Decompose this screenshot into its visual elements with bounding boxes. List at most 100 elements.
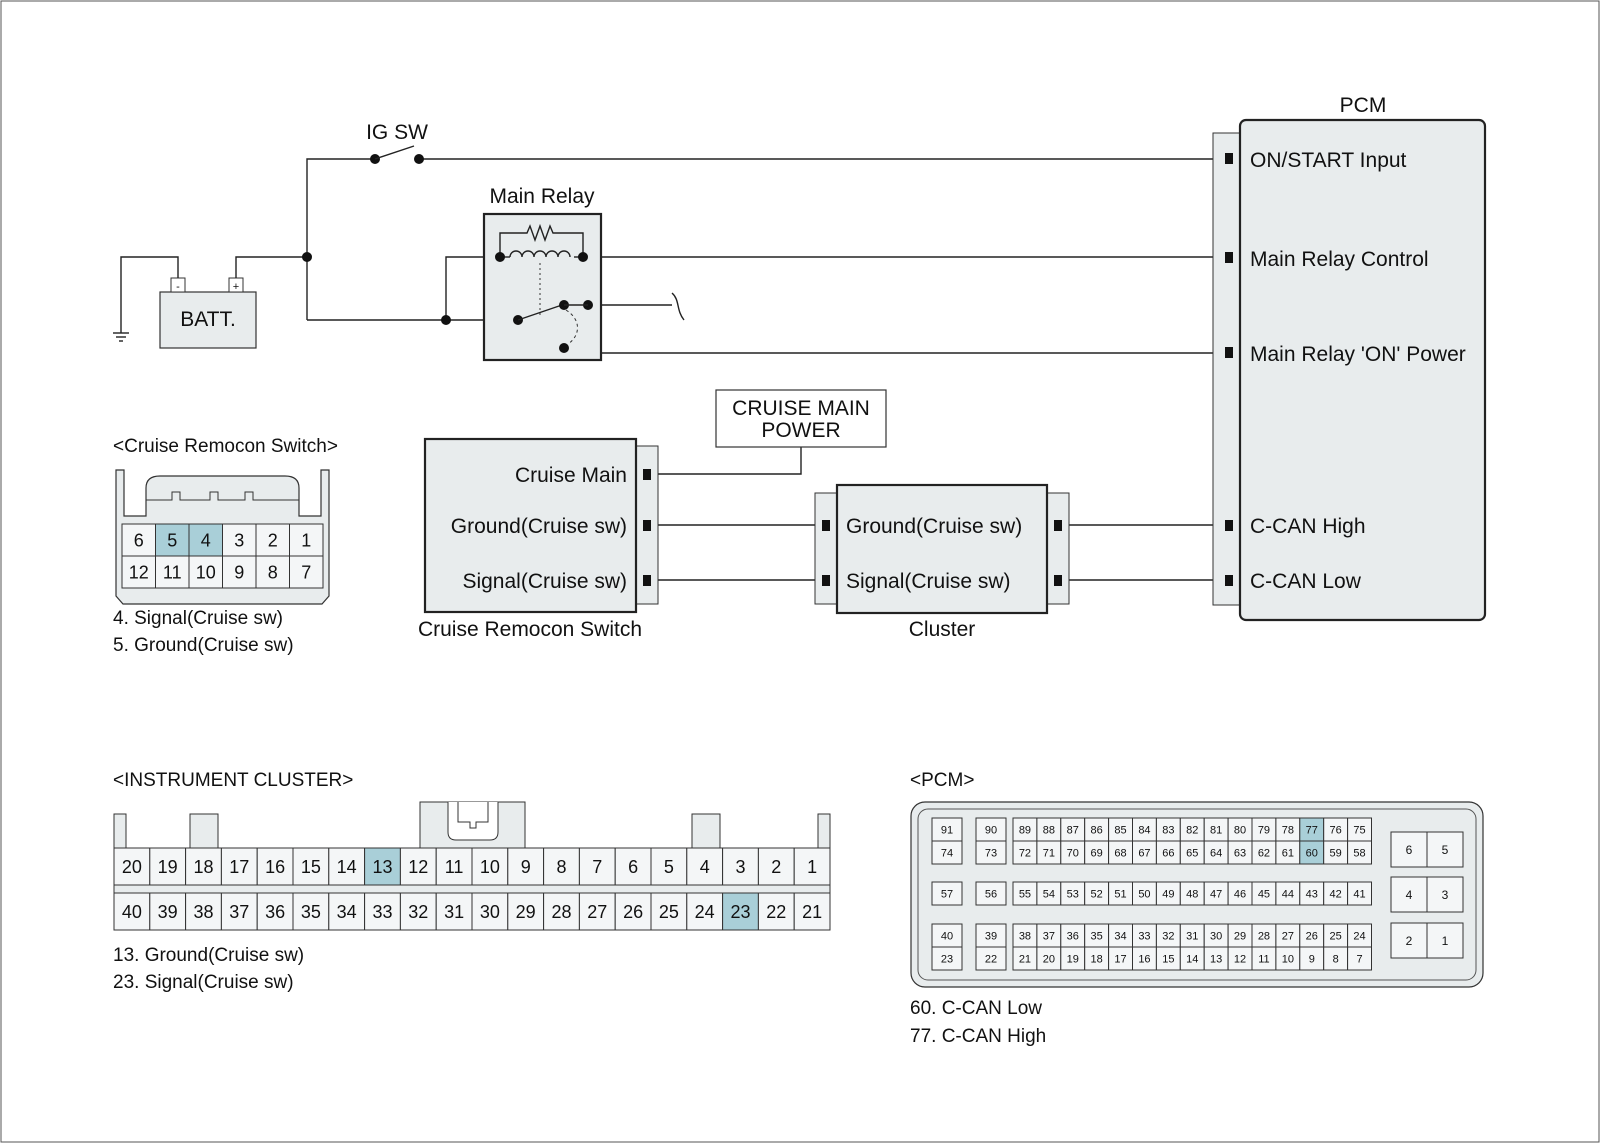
pin-label: 65	[1186, 847, 1198, 859]
pin-label: 25	[659, 902, 679, 922]
pin-label: 9	[1309, 953, 1315, 965]
pin-label: 20	[122, 857, 142, 877]
pin-label: 64	[1210, 847, 1222, 859]
pin-label: 16	[265, 857, 285, 877]
pin-label: 6	[134, 530, 144, 550]
pin-cell	[757, 847, 795, 886]
pin-cell	[149, 847, 187, 886]
pin-label: 4	[700, 857, 710, 877]
ig-switch-label: IG SW	[366, 121, 428, 144]
pin-cell	[1426, 922, 1464, 959]
pin-cell	[113, 892, 151, 931]
pcm-box	[1238, 118, 1487, 622]
pin-label: 52	[1091, 888, 1103, 900]
cruise-main-power-box: CRUISE MAIN POWER	[715, 389, 887, 448]
cruise-main-power-line2: POWER	[761, 419, 840, 442]
pin-label: 80	[1234, 824, 1246, 836]
pin-label: 12	[408, 857, 428, 877]
pin-label: 7	[592, 857, 602, 877]
pin-label: 28	[1258, 930, 1270, 942]
pcm-port-on-start: ON/START Input	[1250, 149, 1407, 172]
pin-label: 24	[1353, 930, 1365, 942]
pin-cell	[757, 892, 795, 931]
pin-cell	[289, 523, 324, 557]
pin-cell	[650, 847, 688, 886]
cluster-port-signal: Signal(Cruise sw)	[846, 570, 1011, 593]
pin-label: 86	[1091, 824, 1103, 836]
pin-label: 41	[1353, 888, 1365, 900]
instrument-cluster-note: 23. Signal(Cruise sw)	[113, 972, 294, 993]
pin-label: 6	[628, 857, 638, 877]
pin-label: 13	[372, 857, 392, 877]
pin-cell	[220, 847, 258, 886]
pin-label: 12	[1234, 953, 1246, 965]
pin-label: 49	[1162, 888, 1174, 900]
instrument-cluster-note: 13. Ground(Cruise sw)	[113, 945, 304, 966]
pin-label: 10	[1282, 953, 1294, 965]
pin-cell	[931, 946, 963, 971]
pin-cell	[364, 847, 401, 886]
pin-cell	[543, 847, 580, 886]
pin-cell	[793, 892, 831, 931]
pin-label: 27	[1282, 930, 1294, 942]
pin-label: 44	[1282, 888, 1294, 900]
cruise-main-power-line1: CRUISE MAIN	[732, 397, 870, 420]
pin-label: 79	[1258, 824, 1270, 836]
pin-label: 37	[229, 902, 249, 922]
pin-cell	[722, 892, 759, 931]
pin-label: 72	[1019, 847, 1031, 859]
pin-label: 14	[337, 857, 357, 877]
pin-label: 78	[1282, 824, 1294, 836]
pin-cell	[121, 555, 156, 589]
pin-label: 60	[1306, 847, 1318, 859]
pin-label: 1	[301, 530, 311, 550]
pin-label: 83	[1162, 824, 1174, 836]
pin-label: 10	[480, 857, 500, 877]
pin-label: 68	[1114, 847, 1126, 859]
pin-label: 62	[1258, 847, 1270, 859]
pin-label: 19	[158, 857, 178, 877]
pin-label: 7	[301, 562, 311, 582]
pin-label: 34	[337, 902, 357, 922]
pin-label: 26	[623, 902, 643, 922]
pin-cell	[292, 847, 330, 886]
ground-symbol	[113, 256, 179, 342]
pin-label: 30	[1210, 930, 1222, 942]
pin-cell	[975, 840, 1007, 865]
pin-label: 28	[551, 902, 571, 922]
pin-label: 48	[1186, 888, 1198, 900]
pin-label: 81	[1210, 824, 1222, 836]
cluster-port-ground: Ground(Cruise sw)	[846, 515, 1022, 538]
pin-label: 82	[1186, 824, 1198, 836]
pin-label: 31	[1186, 930, 1198, 942]
pin-label: 56	[985, 888, 997, 900]
pin-label: 25	[1330, 930, 1342, 942]
pin-label: 76	[1330, 824, 1342, 836]
pcm-title: PCM	[1340, 94, 1387, 117]
pin-label: 2	[771, 857, 781, 877]
pin-label: 7	[1356, 953, 1362, 965]
pin-label: 5	[1442, 843, 1449, 857]
pin-label: 36	[265, 902, 285, 922]
pin-label: 3	[1442, 888, 1449, 902]
pin-label: 37	[1043, 930, 1055, 942]
junction-dot	[302, 252, 312, 262]
pin-label: 74	[941, 847, 953, 859]
pin-label: 9	[521, 857, 531, 877]
pcm-port-c-can-high: C-CAN High	[1250, 515, 1366, 538]
battery-neg-sign: -	[176, 281, 180, 293]
pin-label: 42	[1330, 888, 1342, 900]
wire-break-mark	[671, 292, 685, 321]
pin-cell	[255, 555, 290, 589]
cluster-caption: Cluster	[909, 618, 976, 641]
pin-label: 90	[985, 824, 997, 836]
pin-label: 91	[941, 824, 953, 836]
pin-label: 88	[1043, 824, 1055, 836]
cruise-switch-port-signal: Signal(Cruise sw)	[462, 570, 627, 593]
pin-label: 45	[1258, 888, 1270, 900]
pin-label: 87	[1067, 824, 1079, 836]
pin-label: 77	[1306, 824, 1318, 836]
